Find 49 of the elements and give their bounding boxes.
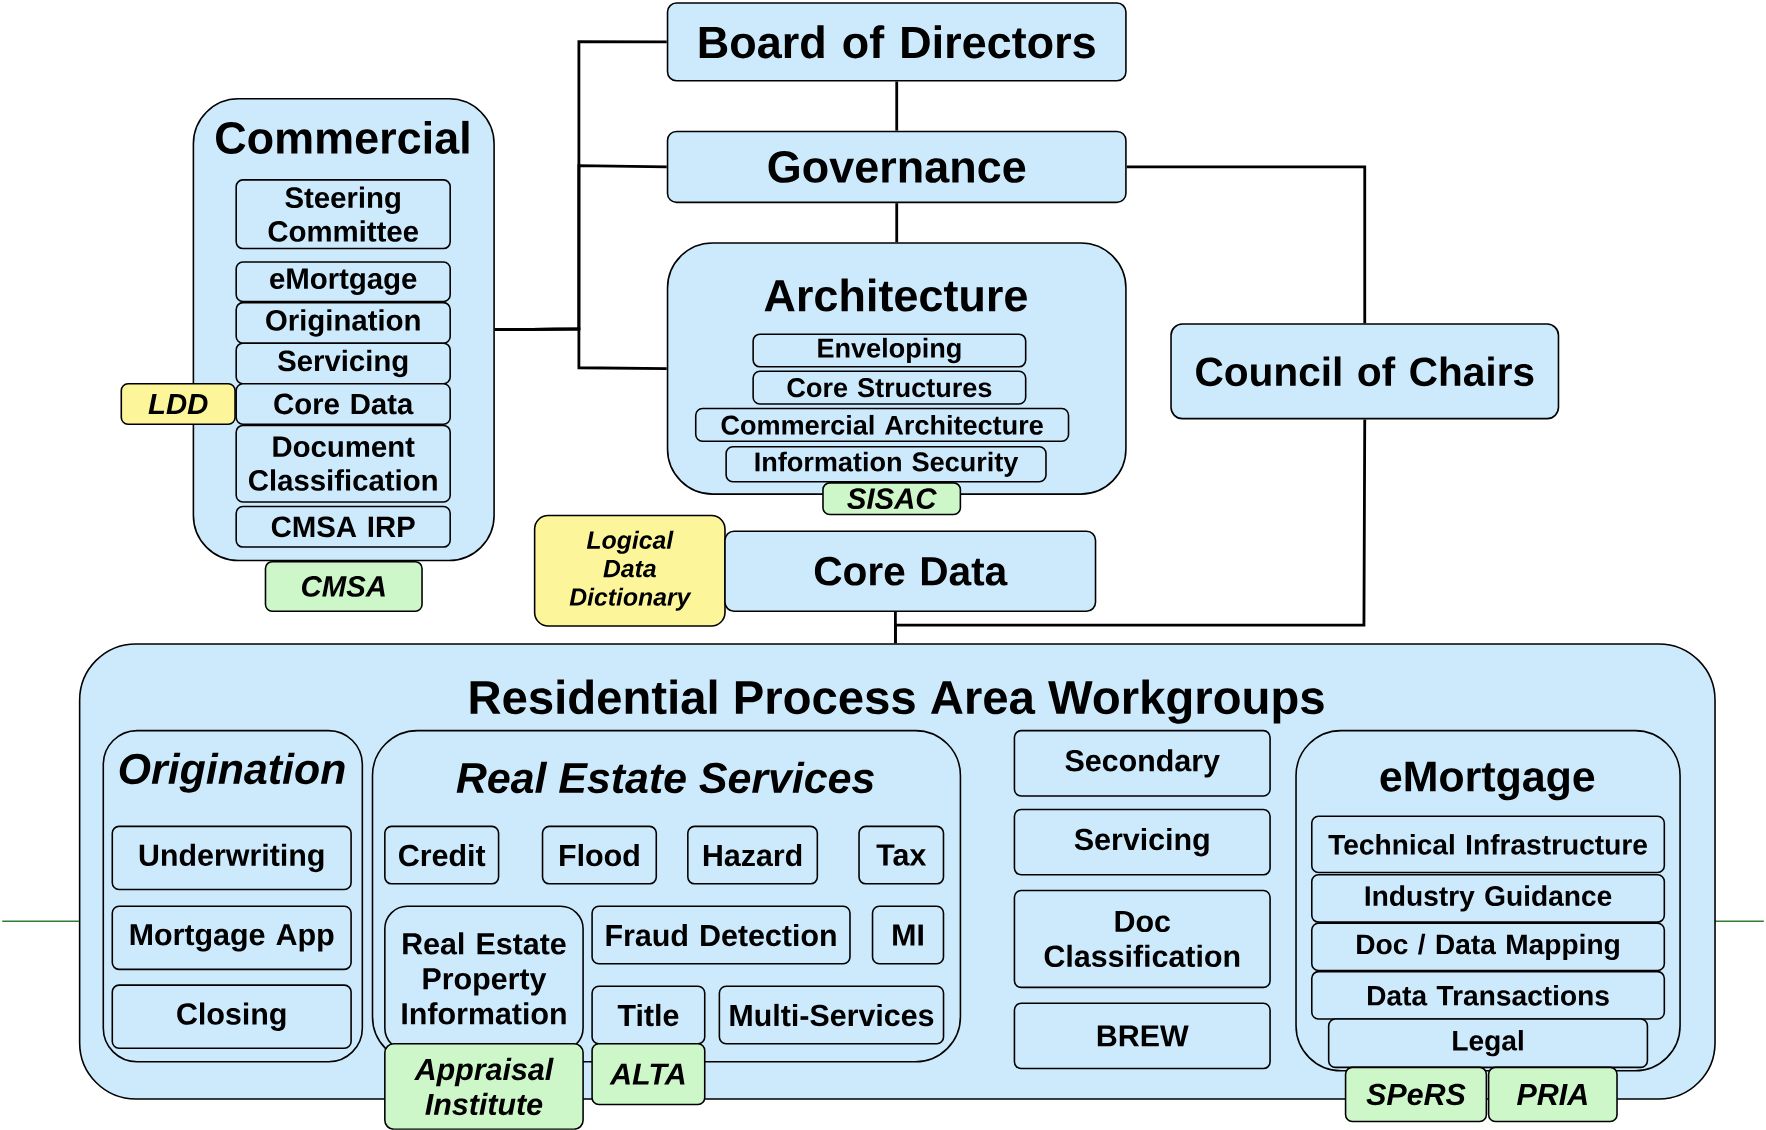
workgroup-box: Data Transactions <box>1311 971 1666 1020</box>
workgroup-box: Technical Infrastructure <box>1311 815 1666 874</box>
partner-tag: Appraisal Institute <box>384 1043 584 1130</box>
committee-box: eMortgage <box>235 261 451 303</box>
workgroup-box: Fraud Detection <box>591 905 851 965</box>
workgroup-box: Tax <box>858 825 945 885</box>
workgroup-box: Flood <box>541 825 658 885</box>
partner-tag: PRIA <box>1487 1066 1618 1123</box>
council-box: Council of Chairs <box>1170 323 1560 420</box>
workgroup-box: Multi-Services <box>718 985 945 1045</box>
partner-tag: SPeRS <box>1344 1066 1488 1123</box>
workgroup-box: Legal <box>1327 1018 1649 1069</box>
partner-tag: SISAC <box>822 482 962 516</box>
connector-line <box>1126 165 1367 324</box>
core-data-box: Core Data <box>724 530 1097 613</box>
partner-tag: ALTA <box>591 1043 706 1106</box>
connector-line <box>494 327 667 371</box>
workgroup-box: Credit <box>384 825 500 885</box>
workgroup-box: Mortgage App <box>111 905 352 971</box>
board-box: Board of Directors <box>666 2 1127 82</box>
partner-tag: CMSA <box>264 561 423 613</box>
workgroup-box: Industry Guidance <box>1311 874 1666 924</box>
workgroup-box: Title <box>591 985 706 1045</box>
committee-box: Core Data <box>235 383 451 426</box>
partner-tag: LDD <box>120 383 236 426</box>
committee-box: Steering Committee <box>235 179 451 250</box>
workgroup-box: MI <box>871 905 945 965</box>
committee-box: Information Security <box>725 446 1047 483</box>
connector-line <box>895 81 899 131</box>
committee-box: Servicing <box>235 342 451 385</box>
workgroup-box: Underwriting <box>111 825 352 891</box>
committee-box: Core Structures <box>752 370 1027 405</box>
workgroup-box: Closing <box>111 984 352 1050</box>
workgroup-box: Secondary <box>1013 730 1271 797</box>
workgroup-box: Hazard <box>687 825 819 885</box>
workgroup-box: Doc / Data Mapping <box>1311 922 1666 972</box>
governance-box: Governance <box>666 130 1127 204</box>
committee-box: Commercial Architecture <box>694 407 1070 443</box>
committee-box: Enveloping <box>752 333 1027 368</box>
workgroup-box: Real Estate Property Information <box>384 905 584 1052</box>
workgroup-box: Doc Classification <box>1013 889 1271 989</box>
connector-line <box>895 203 899 243</box>
committee-box: Origination <box>235 302 451 345</box>
workgroup-box: BREW <box>1013 1002 1271 1070</box>
partner-tag: Logical Data Dictionary <box>533 514 726 627</box>
workgroup-box: Servicing <box>1013 808 1271 876</box>
committee-box: CMSA IRP <box>235 505 451 548</box>
committee-box: Document Classification <box>235 424 451 503</box>
connector-line <box>894 419 1367 644</box>
